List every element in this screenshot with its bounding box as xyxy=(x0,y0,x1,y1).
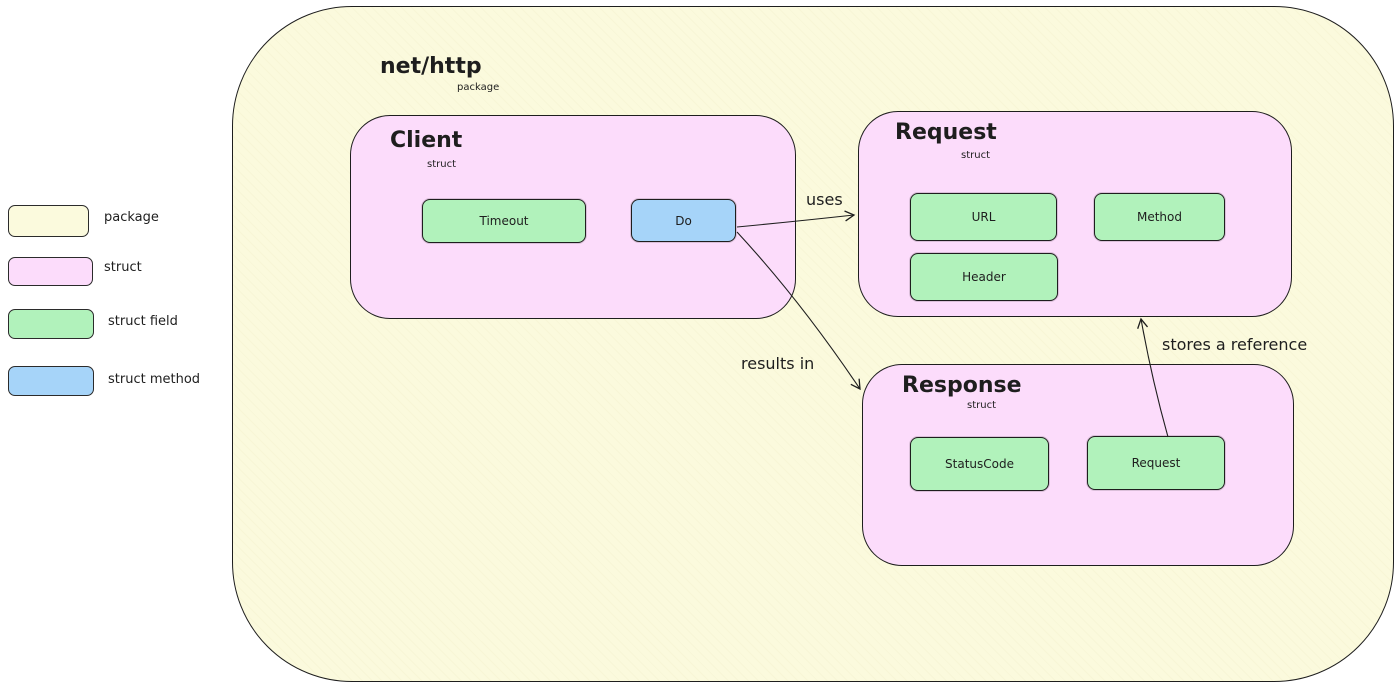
client-title: Client xyxy=(390,128,463,153)
legend-swatch-struct-method xyxy=(8,366,94,396)
response-field-request: Request xyxy=(1087,436,1225,490)
package-title: net/http xyxy=(380,54,482,79)
edge-label-uses: uses xyxy=(806,190,843,209)
request-field-url: URL xyxy=(910,193,1057,241)
response-title: Response xyxy=(902,373,1022,398)
request-field-header: Header xyxy=(910,253,1058,301)
legend-swatch-struct xyxy=(8,257,93,286)
client-field-timeout: Timeout xyxy=(422,199,586,243)
request-title: Request xyxy=(895,120,997,145)
edge-label-stores-reference: stores a reference xyxy=(1162,335,1308,354)
response-field-statuscode: StatusCode xyxy=(910,437,1049,491)
package-kind-label: package xyxy=(457,82,500,93)
request-kind-label: struct xyxy=(961,150,990,161)
legend-label-struct: struct xyxy=(104,260,142,275)
edge-label-results-in: results in xyxy=(741,354,815,373)
legend-swatch-struct-field xyxy=(8,309,94,339)
response-kind-label: struct xyxy=(967,400,996,411)
legend-label-struct-method: struct method xyxy=(108,372,201,387)
client-method-do: Do xyxy=(631,199,736,242)
request-field-method: Method xyxy=(1094,193,1225,241)
client-kind-label: struct xyxy=(427,159,456,170)
legend-label-package: package xyxy=(104,210,159,225)
legend-label-struct-field: struct field xyxy=(108,314,178,329)
legend-swatch-package xyxy=(8,205,89,237)
